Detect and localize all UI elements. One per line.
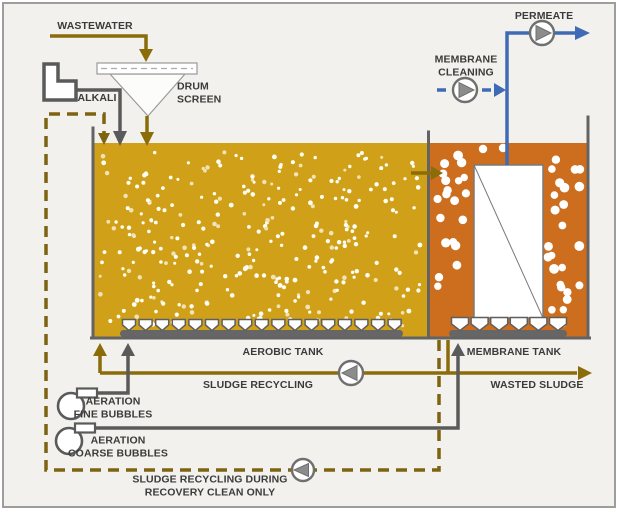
permeate-label: PERMEATE (514, 9, 574, 22)
drum-screen-icon (96, 62, 198, 117)
aerobic-diffuser-bar (120, 318, 403, 337)
recovery-pump-icon (290, 457, 316, 483)
coarse-bubbles-blower-icon (54, 422, 97, 456)
coarse-bubbles-pipe (94, 343, 465, 430)
membrane-cleaning-pipe (437, 83, 506, 97)
alkali-pipe (76, 88, 127, 146)
wastewater-label: WASTEWATER (57, 19, 133, 32)
aerobic-tank-label: AEROBIC TANK (242, 345, 324, 358)
fine-bubbles-dots (98, 150, 423, 328)
permeate-pump-icon (528, 19, 556, 47)
membrane-cleaning-pump-icon (451, 76, 479, 104)
membrane-diffuser-bar (449, 316, 568, 337)
recovery-recycling-label: SLUDGE RECYCLING DURING RECOVERY CLEAN O… (132, 473, 288, 499)
membrane-tank (430, 143, 587, 337)
alkali-tank-icon (42, 62, 78, 102)
fine-bubbles-pipe (96, 343, 135, 395)
wasted-sludge-label: WASTED SLUDGE (490, 378, 584, 391)
wastewater-pipe (50, 34, 153, 62)
aeration-fine-label: AERATION FINE BUBBLES (73, 395, 153, 421)
membrane-cleaning-label: MEMBRANE CLEANING (434, 53, 498, 79)
aerobic-tank (94, 143, 427, 337)
drum-screen-outlet-pipe (140, 116, 154, 146)
sludge-recycling-label: SLUDGE RECYCLING (202, 378, 314, 391)
alkali-label: ALKALI (77, 91, 117, 104)
recovery-recycling-dashed-pipe (44, 112, 441, 472)
tank-transfer-arrow (411, 166, 443, 180)
tank-walls (90, 115, 591, 340)
aeration-coarse-label: AERATION COARSE BUBBLES (68, 434, 168, 460)
sludge-recycling-pump-icon (337, 359, 365, 387)
membrane-tank-label: MEMBRANE TANK (466, 345, 562, 358)
drum-screen-label: DRUM SCREEN (177, 80, 222, 106)
wasted-sludge-arrow (578, 366, 592, 380)
fine-bubbles-blower-icon (56, 387, 99, 421)
